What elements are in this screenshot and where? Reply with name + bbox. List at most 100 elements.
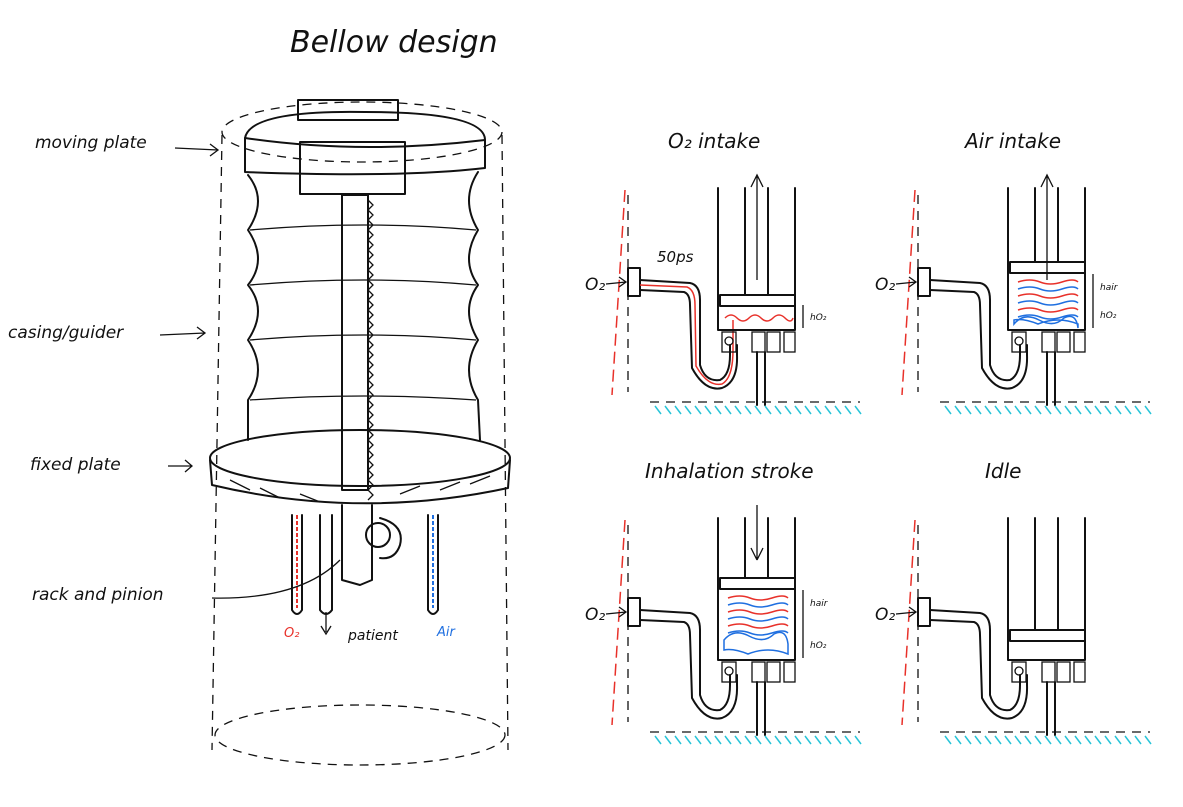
label-rack-pinion: rack and pinion — [32, 585, 164, 605]
ground-hatch — [944, 405, 1152, 415]
bellows — [247, 171, 481, 441]
o2-hose — [639, 279, 731, 382]
mixed-gas — [1013, 315, 1079, 329]
pointer-line — [211, 559, 341, 599]
rack — [341, 194, 402, 586]
arrow-up-icon — [1040, 173, 1054, 280]
o2-connector — [917, 267, 931, 297]
outlet-pipe — [1046, 351, 1056, 406]
o2-gas — [1017, 279, 1079, 285]
piston-rod — [744, 517, 769, 579]
valve-port — [1041, 331, 1056, 353]
valve-port — [1011, 661, 1027, 683]
air-gas — [727, 602, 789, 608]
label-patient: patient — [347, 628, 398, 644]
o2-hose — [929, 609, 1021, 712]
arrow-icon — [895, 276, 918, 288]
arrow-icon — [605, 606, 628, 618]
air-gas — [1017, 300, 1079, 306]
valve-port — [1056, 661, 1071, 683]
label-casing: casing/guider — [8, 323, 124, 343]
o2-hose — [929, 279, 1021, 382]
o2-connector — [627, 267, 641, 297]
label-air-tube: Air — [436, 625, 457, 640]
valve-port — [1011, 331, 1027, 353]
label-o2-tube: O₂ — [284, 626, 299, 641]
height-label: hair — [810, 599, 829, 609]
height-label: hO₂ — [810, 641, 827, 651]
height-label: hO₂ — [1100, 311, 1117, 321]
arrow-down-icon — [750, 505, 764, 561]
o2-gas — [727, 609, 789, 615]
piston-rod — [1034, 517, 1059, 631]
air-gas — [1017, 286, 1079, 292]
inlet-label: O₂ — [875, 275, 895, 295]
diagram-title: Bellow design — [290, 25, 498, 60]
valve-port — [766, 331, 781, 353]
o2-gas — [724, 314, 794, 322]
outlet-pipe — [756, 681, 766, 736]
piston-plate — [1009, 629, 1086, 642]
piston-rod — [744, 187, 769, 296]
arrow-icon — [159, 326, 207, 340]
panel-title: O₂ intake — [668, 129, 760, 153]
height-label: hO₂ — [810, 313, 827, 323]
panel-title: Idle — [985, 459, 1021, 483]
arrow-up-icon — [750, 173, 764, 280]
outlet-pipe — [756, 351, 766, 406]
ground-hatch — [654, 735, 862, 745]
valve-port — [751, 331, 766, 353]
valve-port — [783, 661, 796, 683]
bellow-assembly — [209, 99, 511, 766]
label-fixed-plate: fixed plate — [30, 455, 121, 475]
o2-connector — [917, 597, 931, 627]
tubes — [291, 514, 439, 636]
inlet-label: O₂ — [875, 605, 895, 625]
valve-port — [1056, 331, 1071, 353]
wall — [901, 519, 916, 726]
height-label: hair — [1100, 283, 1119, 293]
piston-rod — [1034, 187, 1059, 263]
mixed-gas — [723, 631, 789, 656]
air-gas — [727, 616, 789, 622]
bellow-cylinder — [1007, 517, 1086, 661]
arrow-icon — [174, 143, 220, 157]
arrow-icon — [168, 459, 193, 473]
piston-plate — [719, 577, 796, 590]
wall — [611, 519, 626, 726]
valve-port — [1041, 661, 1056, 683]
panel-title: Air intake — [963, 129, 1061, 153]
fixed-plate — [209, 429, 511, 505]
valve-port — [783, 331, 796, 353]
inlet-label: O₂ — [585, 605, 605, 625]
valve-port — [1073, 661, 1086, 683]
arrow-icon — [895, 606, 918, 618]
bellow-cylinder — [717, 187, 796, 331]
piston-plate — [719, 294, 796, 307]
air-gas — [727, 630, 789, 636]
wall — [901, 189, 916, 396]
o2-hose — [639, 609, 731, 712]
valve-port — [1073, 331, 1086, 353]
o2-gas — [1017, 293, 1079, 299]
arrow-icon — [605, 276, 628, 288]
ground-hatch — [654, 405, 862, 415]
o2-gas — [727, 623, 789, 629]
bellow-cylinder — [1007, 187, 1086, 331]
casing — [211, 101, 509, 766]
o2-gas — [727, 595, 789, 601]
valve-port — [721, 331, 737, 353]
o2-gas — [1017, 307, 1079, 313]
valve-port — [751, 661, 766, 683]
label-moving-plate: moving plate — [35, 133, 147, 153]
o2-connector — [627, 597, 641, 627]
moving-plate — [244, 99, 486, 195]
valve-port — [766, 661, 781, 683]
inlet-label: O₂ — [585, 275, 605, 295]
panel-title: Inhalation stroke — [645, 459, 814, 483]
